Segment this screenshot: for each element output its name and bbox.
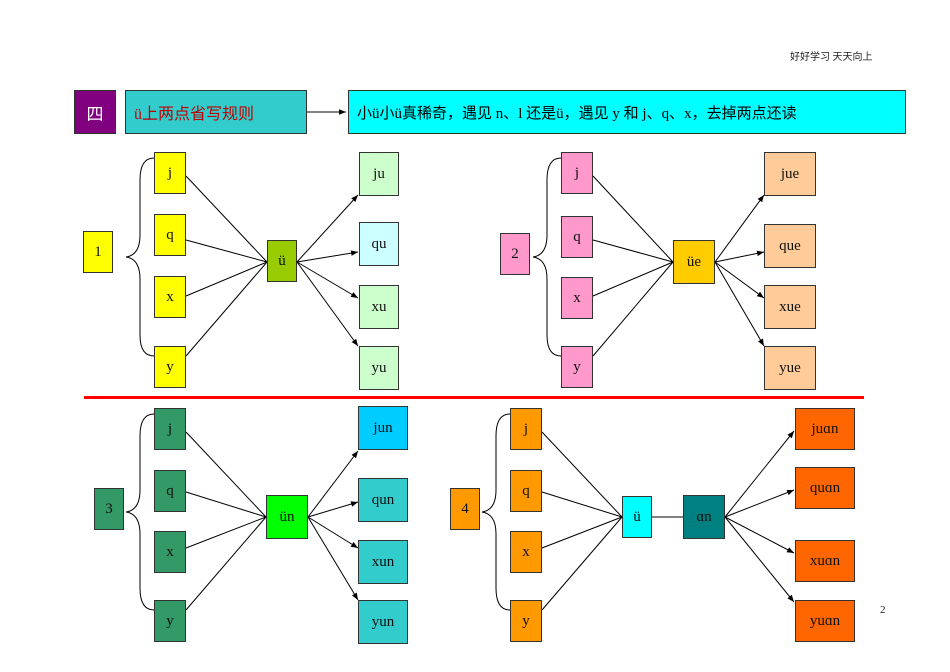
g2-number: 2 (500, 233, 530, 275)
g4-output-yuan: yuɑn (795, 600, 855, 642)
g3-link-x (185, 516, 267, 549)
g2-link-q (592, 239, 674, 263)
g1-arrow-xu (296, 261, 359, 299)
g1-output-ju: ju (359, 152, 399, 196)
g3-output-qun: qun (358, 478, 408, 522)
g1-link-x (185, 261, 268, 297)
g3-input-y: y (154, 600, 186, 642)
g2-arrow-yue (714, 261, 765, 347)
g4-link-j (541, 431, 623, 518)
g1-input-j: j (154, 152, 186, 194)
g3-brace (125, 413, 155, 611)
g2-link-j (592, 175, 674, 263)
g3-output-jun: jun (358, 406, 408, 450)
page-number: 2 (880, 604, 886, 616)
g3-arrow-xun (307, 516, 359, 549)
g1-number: 1 (83, 231, 113, 273)
g2-arrow-que (714, 250, 765, 263)
g1-input-y: y (154, 346, 186, 388)
g2-hub: üe (673, 240, 715, 284)
g4-output-quan: quɑn (795, 467, 855, 509)
g2-input-q: q (561, 216, 593, 258)
g4-brace (481, 413, 511, 611)
g4-input-x: x (510, 531, 542, 573)
section-title: ü上两点省写规则 (125, 90, 307, 134)
g1-hub: ü (267, 240, 297, 282)
g4-output-xuan: xuɑn (795, 540, 855, 582)
g2-link-x (592, 261, 674, 297)
g1-arrow-yu (296, 261, 359, 347)
g1-output-xu: xu (359, 285, 399, 329)
g4-arrow-juan (724, 430, 795, 518)
g2-arrow-jue (714, 194, 765, 263)
g3-number: 3 (94, 488, 124, 530)
g4-link-y (541, 516, 623, 611)
g2-brace (532, 157, 562, 357)
slogan: 好好学习 天天向上 (790, 52, 873, 63)
g1-arrow-ju (296, 194, 359, 263)
g1-link-j (185, 175, 268, 263)
g1-arrow-qu (296, 250, 359, 263)
g2-link-y (592, 261, 674, 357)
rule-text: 小ü小ü真稀奇，遇见 n、l 还是ü，遇见 y 和 j、q、x，去掉两点还读 (348, 90, 906, 134)
g3-link-q (185, 491, 267, 518)
g4-input-j: j (510, 408, 542, 450)
g4-input-q: q (510, 470, 542, 512)
g1-input-x: x (154, 276, 186, 318)
g3-output-xun: xun (358, 540, 408, 584)
g4-link-x (541, 516, 623, 549)
g3-link-j (185, 431, 267, 518)
g3-arrow-jun (307, 450, 359, 518)
g2-input-y: y (561, 346, 593, 388)
g4-input-y: y (510, 600, 542, 642)
g2-input-x: x (561, 277, 593, 319)
g4-arrow-xuan (724, 516, 795, 554)
g2-arrow-xue (714, 261, 765, 299)
g4-arrow-yuan (724, 516, 795, 603)
red-divider (84, 396, 864, 399)
g3-input-x: x (154, 531, 186, 573)
g1-input-q: q (154, 214, 186, 256)
g1-output-qu: qu (359, 222, 399, 266)
g4-hub: ü (622, 496, 652, 538)
g3-link-y (185, 516, 267, 611)
g4-number: 4 (450, 488, 480, 530)
g3-arrow-yun (307, 516, 359, 601)
g2-output-yue: yue (764, 346, 816, 390)
g2-output-que: que (764, 224, 816, 268)
g1-link-y (185, 261, 268, 357)
g3-output-yun: yun (358, 600, 408, 644)
section-number: 四 (74, 90, 116, 134)
g4-link-q (541, 491, 623, 518)
g3-input-q: q (154, 470, 186, 512)
g2-output-jue: jue (764, 152, 816, 196)
g1-brace (125, 157, 155, 357)
g3-arrow-qun (307, 501, 359, 518)
g4-arrow-quan (724, 489, 795, 518)
g3-hub: ün (266, 495, 308, 539)
g2-output-xue: xue (764, 285, 816, 329)
g2-input-j: j (561, 152, 593, 194)
g3-input-j: j (154, 408, 186, 450)
g4-output-juan: juɑn (795, 408, 855, 450)
g4-hub2: ɑn (683, 495, 725, 539)
g1-output-yu: yu (359, 346, 399, 390)
g1-link-q (185, 239, 268, 263)
